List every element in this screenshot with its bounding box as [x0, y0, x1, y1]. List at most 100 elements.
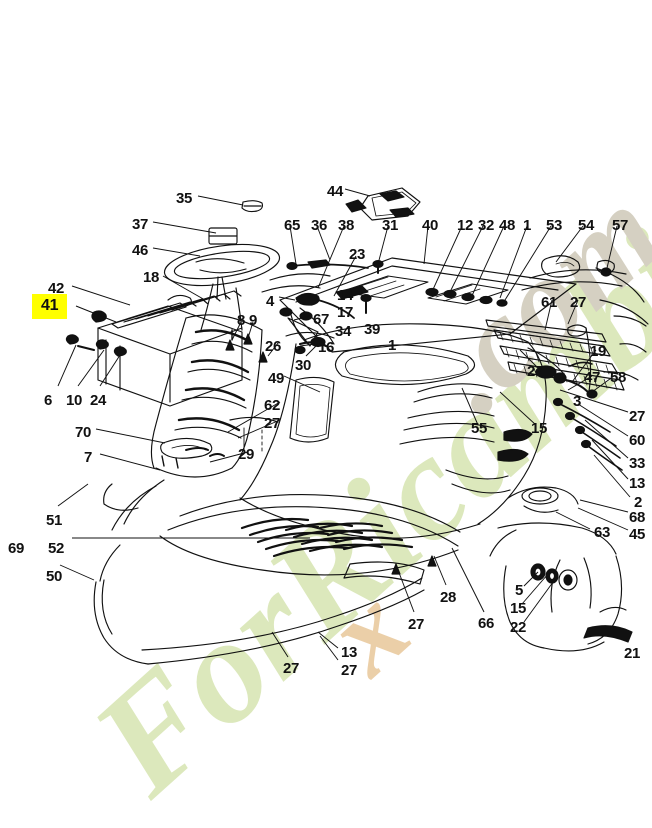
callout-number[interactable]: 27: [570, 294, 587, 311]
leader-line: [567, 375, 593, 391]
callout-number[interactable]: 1: [523, 217, 532, 234]
callout-number[interactable]: 66: [478, 615, 495, 632]
callout-number[interactable]: 52: [48, 540, 65, 557]
callout-number[interactable]: 16: [318, 339, 335, 356]
leader-line: [579, 499, 629, 513]
callout-number[interactable]: 7: [84, 449, 93, 466]
callout-number[interactable]: 10: [66, 392, 83, 409]
callout-number[interactable]: 27: [264, 415, 281, 432]
leader-line: [344, 188, 371, 197]
leader-line: [591, 439, 629, 480]
callout-number[interactable]: 18: [143, 269, 160, 286]
callout-number[interactable]: 65: [284, 217, 301, 234]
callout-number[interactable]: 29: [238, 446, 255, 463]
callout-number[interactable]: 27: [283, 660, 300, 677]
leader-line: [152, 247, 201, 257]
callout-number[interactable]: 5: [515, 582, 524, 599]
callout-number[interactable]: 53: [546, 217, 563, 234]
callout-number[interactable]: 58: [610, 369, 627, 386]
leader-line: [504, 225, 552, 301]
cross-bar-group: [261, 259, 369, 321]
callout-number[interactable]: 63: [594, 524, 611, 541]
left-step-group: [103, 483, 139, 511]
hood-shell-group: [239, 323, 547, 539]
callout-highlighted[interactable]: 41: [32, 294, 68, 319]
callout-number[interactable]: 24: [90, 392, 107, 409]
leader-line: [197, 195, 244, 206]
callout-number[interactable]: 12: [457, 217, 474, 234]
callout-number[interactable]: 68: [629, 509, 646, 526]
callout-number[interactable]: 46: [132, 242, 149, 259]
callout-number[interactable]: 2: [634, 494, 643, 511]
callout-number[interactable]: 38: [338, 217, 355, 234]
callout-number[interactable]: 4: [266, 293, 275, 310]
callout-number[interactable]: 33: [629, 455, 646, 472]
callout-number[interactable]: 19: [590, 343, 607, 360]
leader-line: [519, 349, 539, 369]
leader-line: [271, 631, 289, 658]
callout-number[interactable]: 54: [578, 217, 595, 234]
callout-number[interactable]: 39: [364, 321, 381, 338]
callout-number[interactable]: 42: [48, 280, 65, 297]
callout-number[interactable]: 15: [510, 600, 527, 617]
leader-line: [99, 453, 161, 471]
callout-number[interactable]: 21: [624, 645, 641, 662]
callout-number[interactable]: 27: [408, 616, 425, 633]
parts-line-art: [57, 187, 649, 665]
callout-number[interactable]: 6: [44, 392, 53, 409]
leader-line: [75, 305, 117, 323]
callout-number[interactable]: 36: [311, 217, 328, 234]
callout-number[interactable]: 60: [629, 432, 646, 449]
callout-number[interactable]: 48: [499, 217, 516, 234]
leader-line: [577, 507, 629, 531]
callout-number[interactable]: 61: [541, 294, 558, 311]
callout-number[interactable]: 51: [46, 512, 63, 529]
callout-number[interactable]: 8: [237, 312, 246, 329]
callout-number[interactable]: 27: [629, 408, 646, 425]
leader-line: [57, 344, 77, 387]
leader-line: [451, 547, 485, 613]
callout-number[interactable]: 27: [341, 662, 358, 679]
callout-number[interactable]: 30: [295, 357, 312, 374]
callout-number[interactable]: 3: [573, 393, 582, 410]
callout-number[interactable]: 47: [584, 369, 601, 386]
callout-number[interactable]: 37: [132, 216, 149, 233]
callout-number[interactable]: 13: [629, 475, 646, 492]
leader-line: [469, 225, 505, 301]
callout-number[interactable]: 44: [327, 183, 344, 200]
callout-number[interactable]: 31: [382, 217, 399, 234]
callout-number[interactable]: 57: [612, 217, 629, 234]
leader-line-layer: [57, 188, 631, 661]
callout-number[interactable]: 22: [510, 619, 527, 636]
callout-number[interactable]: 14: [337, 287, 354, 304]
callout-number[interactable]: 50: [46, 568, 63, 585]
callout-number[interactable]: 13: [341, 644, 358, 661]
leader-line: [71, 285, 131, 306]
callout-number[interactable]: 17: [337, 304, 354, 321]
callout-number[interactable]: 62: [264, 397, 281, 414]
callout-number[interactable]: 1: [388, 337, 397, 354]
callout-number[interactable]: 28: [440, 589, 457, 606]
callout-number[interactable]: 32: [478, 217, 495, 234]
leader-line: [283, 375, 321, 393]
leader-line: [577, 403, 629, 437]
leader-line: [299, 343, 316, 347]
callout-number[interactable]: 67: [313, 311, 330, 328]
callout-number[interactable]: 40: [422, 217, 439, 234]
footplate-group: [159, 493, 461, 585]
callout-number[interactable]: 49: [268, 370, 285, 387]
callout-number[interactable]: 70: [75, 424, 92, 441]
leader-line: [95, 428, 166, 444]
callout-number[interactable]: 26: [265, 338, 282, 355]
callout-number[interactable]: 27: [527, 363, 544, 380]
trim-strips-group: [485, 255, 627, 391]
callout-number[interactable]: 15: [531, 420, 548, 437]
callout-number[interactable]: 34: [335, 323, 352, 340]
leader-line: [429, 225, 463, 297]
callout-number[interactable]: 55: [471, 420, 488, 437]
callout-number[interactable]: 35: [176, 190, 193, 207]
callout-number[interactable]: 69: [8, 540, 25, 557]
callout-number[interactable]: 9: [249, 312, 258, 329]
callout-number[interactable]: 23: [349, 246, 366, 263]
callout-number[interactable]: 45: [629, 526, 646, 543]
